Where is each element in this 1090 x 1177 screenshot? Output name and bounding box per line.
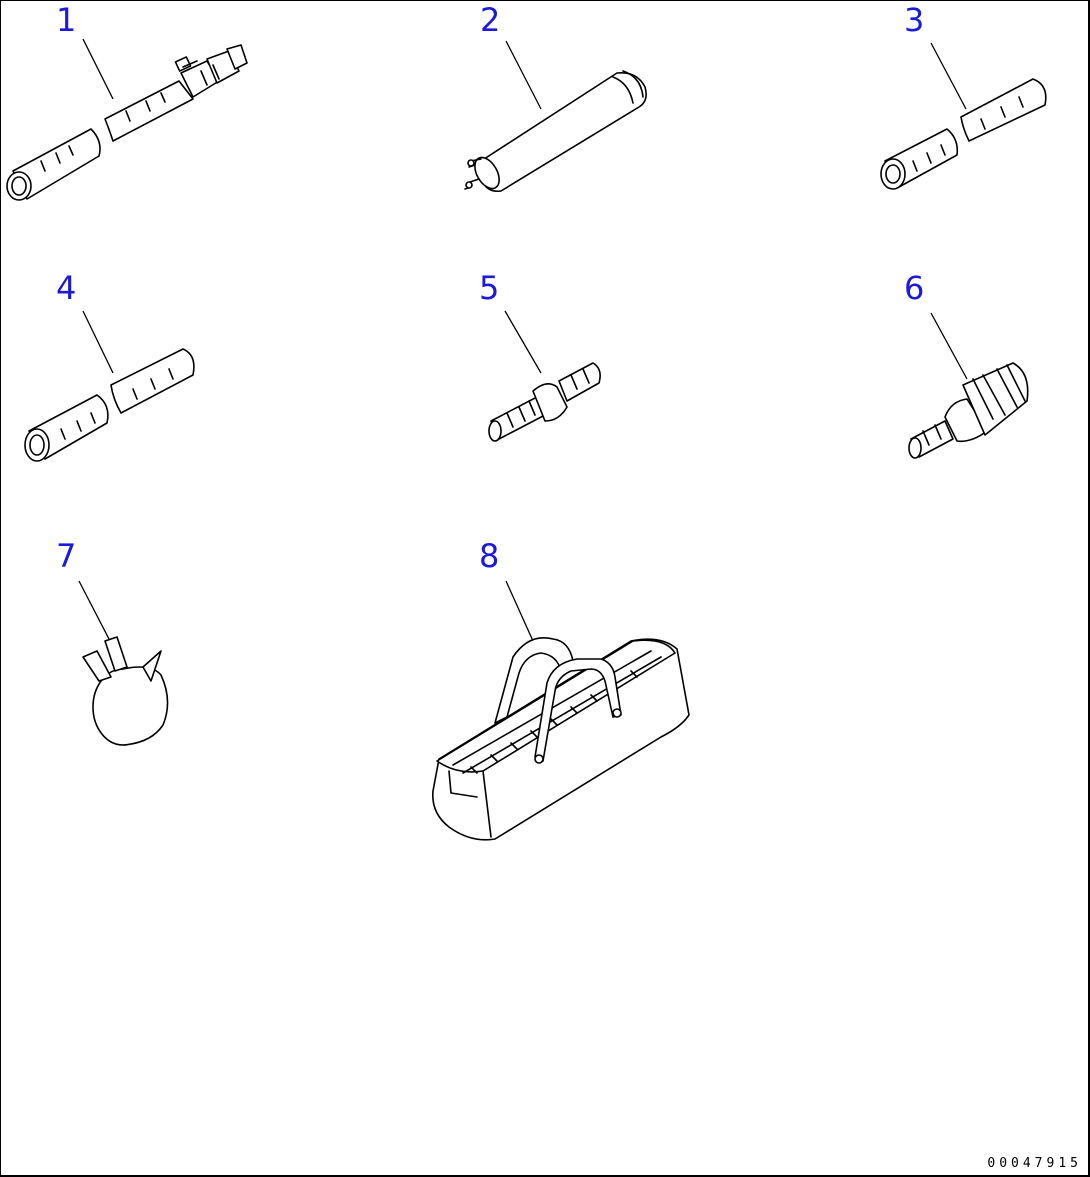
part-2-cylinder: 2 <box>464 1 647 193</box>
part-4-hose: 4 <box>24 269 195 462</box>
leader-line-1 <box>82 38 114 100</box>
part-5-barb-fitting: 5 <box>479 269 601 442</box>
callout-5: 5 <box>479 269 499 307</box>
callout-2: 2 <box>480 1 500 39</box>
leader-line-3 <box>930 42 967 110</box>
part-1-hose-with-coupler: 1 <box>6 1 248 201</box>
leader-line-5 <box>504 310 542 374</box>
leader-line-2 <box>505 40 542 110</box>
callout-4: 4 <box>56 269 76 307</box>
leader-line-7 <box>78 580 110 640</box>
part-6-quick-coupler: 6 <box>904 269 1029 459</box>
callout-3: 3 <box>904 1 924 39</box>
leader-line-8 <box>505 580 534 642</box>
callout-1: 1 <box>56 1 76 39</box>
part-8-tool-bag: 8 <box>432 537 690 841</box>
callout-7: 7 <box>56 537 76 575</box>
part-7-clamp: 7 <box>56 537 169 746</box>
callout-8: 8 <box>479 537 499 575</box>
callout-6: 6 <box>904 269 924 307</box>
leader-line-6 <box>930 312 968 380</box>
part-3-hose: 3 <box>880 1 1047 190</box>
drawing-number: 00047915 <box>987 1156 1082 1171</box>
leader-line-4 <box>82 310 114 374</box>
